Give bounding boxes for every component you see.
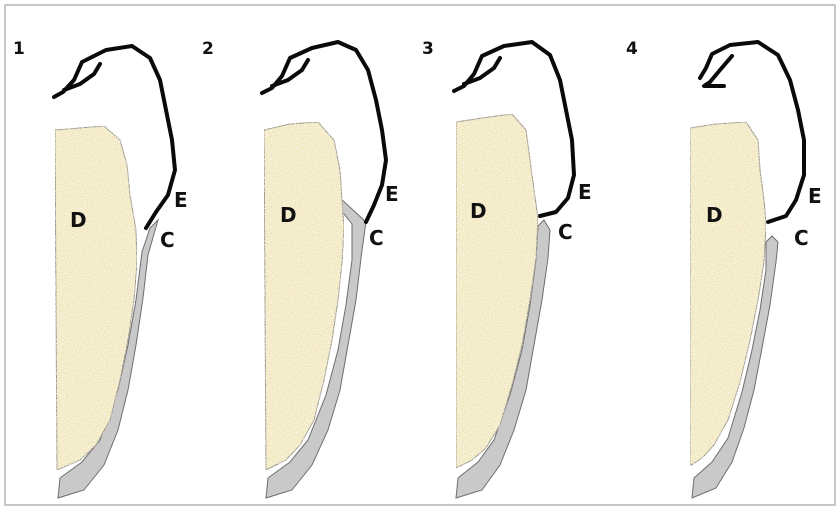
panel-2-enamel-label: E — [385, 182, 399, 206]
panel-4-dentin — [690, 122, 766, 466]
panel-1: 1 D E C — [13, 39, 188, 498]
panel-3-number: 3 — [422, 39, 434, 59]
panel-4: 4 D E C — [626, 39, 822, 498]
panel-3: 3 D E C — [422, 39, 592, 498]
panel-1-number: 1 — [13, 39, 25, 59]
panel-1-dentin-label: D — [70, 208, 87, 232]
panel-3-dentin-label: D — [470, 199, 487, 223]
panel-2-number: 2 — [202, 39, 214, 59]
panel-4-number: 4 — [626, 39, 638, 59]
panel-2: 2 D E C — [202, 39, 399, 498]
panel-2-cementum-label: C — [369, 226, 384, 250]
panel-1-cementum-label: C — [160, 228, 175, 252]
panel-4-cementum-label: C — [794, 226, 809, 250]
panel-3-dentin — [456, 114, 538, 468]
panel-4-dentin-label: D — [706, 203, 723, 227]
panel-3-enamel-label: E — [578, 180, 592, 204]
panel-4-enamel-label: E — [808, 184, 822, 208]
panel-3-cementum-label: C — [558, 220, 573, 244]
panel-2-dentin-label: D — [280, 203, 297, 227]
panel-1-enamel-label: E — [174, 188, 188, 212]
panel-1-dentin — [55, 126, 137, 470]
